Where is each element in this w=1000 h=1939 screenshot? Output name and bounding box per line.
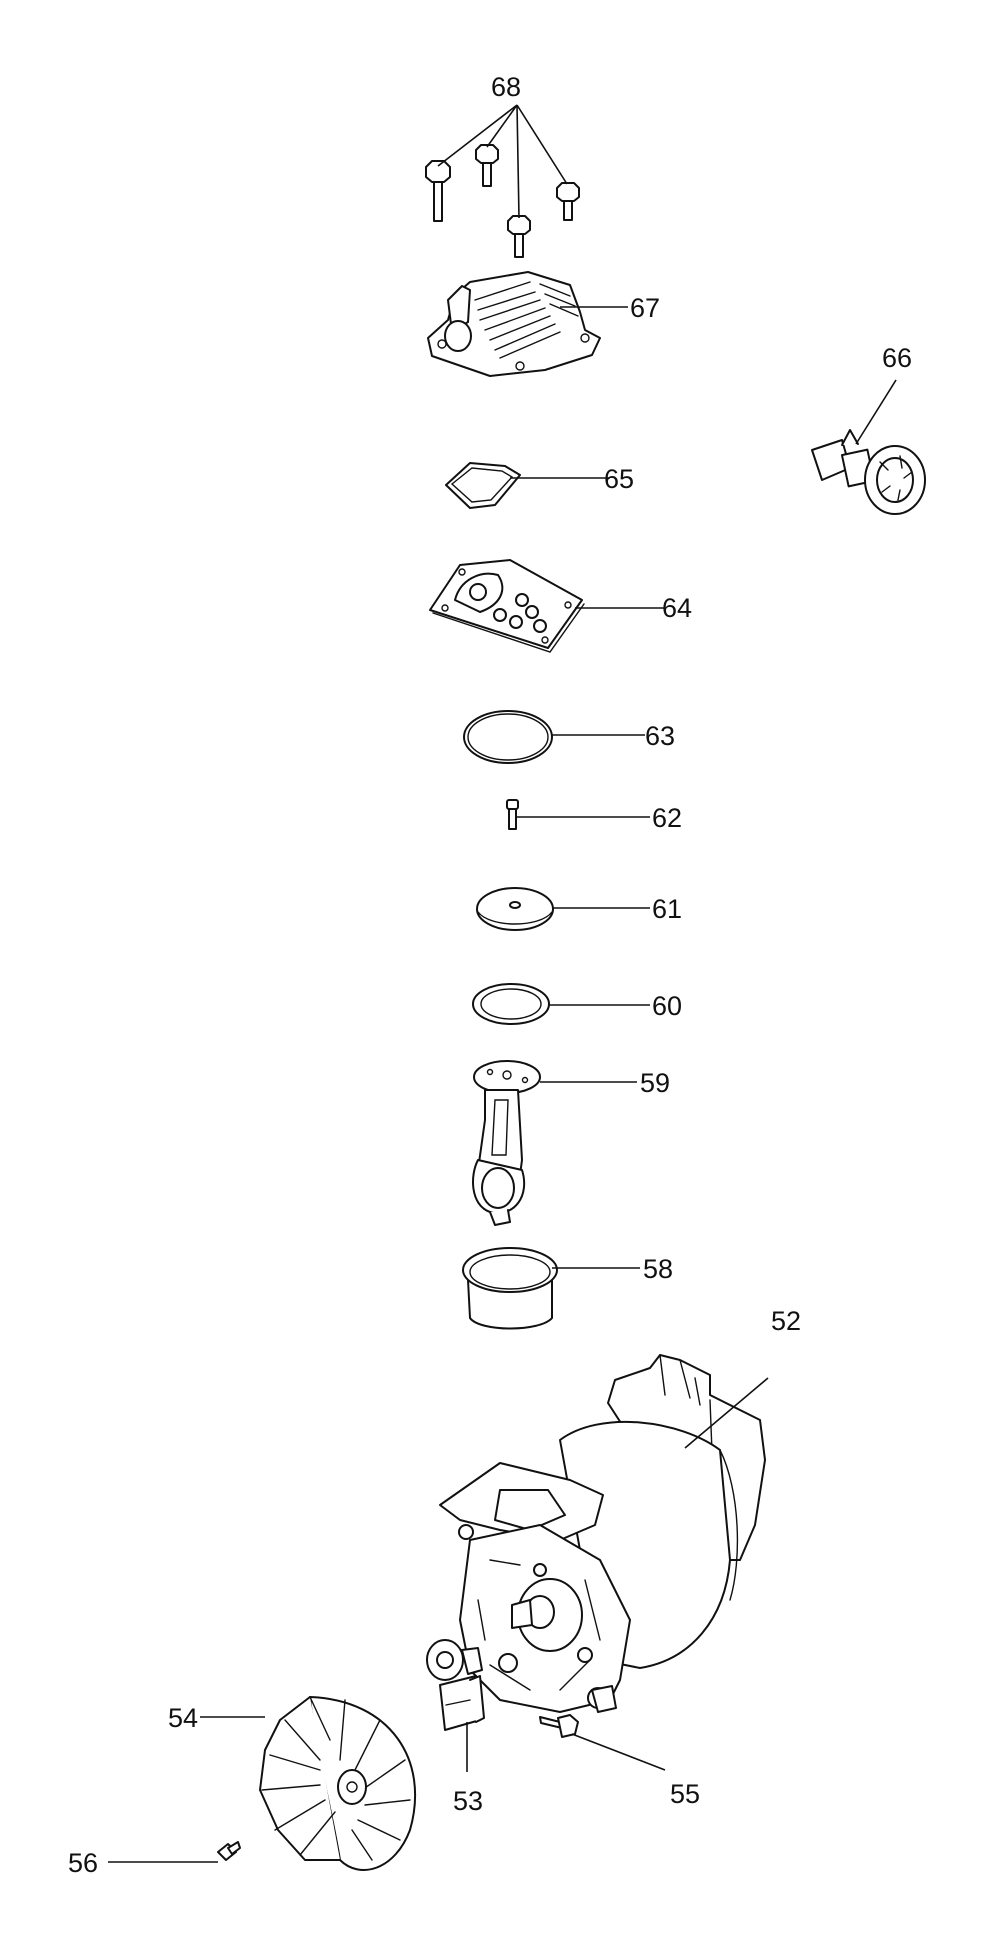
part-66-valve bbox=[811, 429, 926, 515]
part-68-bolts bbox=[425, 144, 580, 258]
callout-68: 68 bbox=[491, 72, 521, 102]
callout-64: 64 bbox=[662, 593, 692, 623]
part-54-fan bbox=[259, 1696, 416, 1871]
callout-labels: 68 67 66 65 64 63 62 61 60 59 58 52 54 5… bbox=[68, 72, 912, 1878]
part-63-o-ring bbox=[463, 710, 553, 764]
callout-65: 65 bbox=[604, 464, 634, 494]
bolt bbox=[507, 215, 531, 258]
part-61-disc bbox=[476, 887, 554, 931]
part-62-screw bbox=[506, 799, 519, 830]
part-52-crankcase-motor bbox=[439, 1354, 766, 1713]
callout-56: 56 bbox=[68, 1848, 98, 1878]
callout-55: 55 bbox=[670, 1779, 700, 1809]
part-65-gasket bbox=[445, 462, 521, 509]
callout-66: 66 bbox=[882, 343, 912, 373]
callout-67: 67 bbox=[630, 293, 660, 323]
bolt bbox=[556, 182, 580, 221]
callout-63: 63 bbox=[645, 721, 675, 751]
callout-53: 53 bbox=[453, 1786, 483, 1816]
part-67-cylinder-head bbox=[427, 271, 601, 377]
part-56-screw bbox=[217, 1841, 241, 1861]
part-58-cylinder-sleeve bbox=[462, 1247, 558, 1330]
part-64-valve-plate bbox=[429, 559, 585, 653]
callout-58: 58 bbox=[643, 1254, 673, 1284]
part-55-bolt bbox=[539, 1714, 579, 1738]
callout-60: 60 bbox=[652, 991, 682, 1021]
part-53-bracket bbox=[426, 1639, 485, 1731]
callout-59: 59 bbox=[640, 1068, 670, 1098]
callout-52: 52 bbox=[771, 1306, 801, 1336]
callout-54: 54 bbox=[168, 1703, 198, 1733]
callout-61: 61 bbox=[652, 894, 682, 924]
callout-62: 62 bbox=[652, 803, 682, 833]
part-60-ring bbox=[472, 983, 550, 1025]
bolt bbox=[475, 144, 499, 187]
part-59-connecting-rod bbox=[472, 1060, 541, 1226]
bolt bbox=[425, 160, 451, 222]
